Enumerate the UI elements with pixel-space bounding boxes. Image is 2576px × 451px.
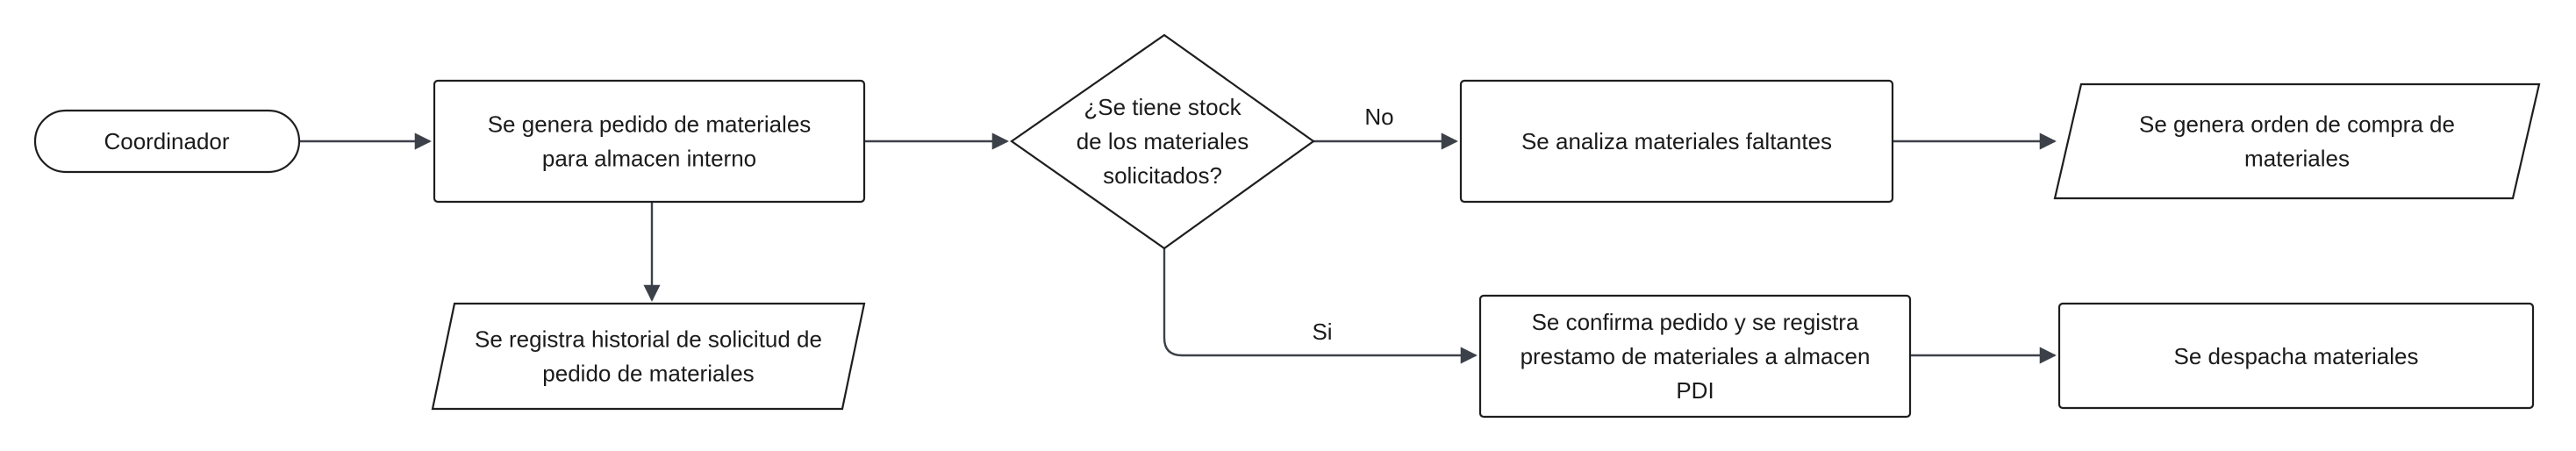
process-shape [1478, 294, 1912, 419]
node-text-line: para almacen interno [542, 146, 756, 172]
node-text-line: Se despacha materiales [2174, 343, 2419, 369]
data-shape [431, 302, 866, 411]
node-analiza: Se analiza materiales faltantes [1459, 79, 1894, 204]
node-text-line: Se registra historial de solicitud de [475, 326, 822, 353]
node-text-line: pedido de materiales [542, 361, 754, 387]
terminal-shape [33, 109, 301, 174]
node-text-decision: ¿Se tiene stock de los materiales solicita… [1077, 94, 1249, 189]
node-text-line: de los materiales [1077, 128, 1249, 154]
node-decision: ¿Se tiene stock de los materiales solicita… [1010, 33, 1315, 250]
node-orden: Se genera orden de compra de materiales [2053, 82, 2541, 200]
node-text-coordinador: Coordinador [104, 128, 229, 154]
decision-shape [1010, 33, 1315, 250]
node-text-line: Se genera pedido de materiales [488, 111, 812, 138]
node-text-pedido: Se genera pedido de materiales para almac… [488, 111, 812, 172]
node-despacha: Se despacha materiales [2057, 302, 2535, 410]
node-text-analiza: Se analiza materiales faltantes [1521, 128, 1832, 154]
edge-label-si: Si [1312, 319, 1332, 345]
node-text-line: materiales [2244, 146, 2350, 172]
node-text-line: prestamo de materiales a almacen [1521, 343, 1871, 369]
process-shape [1459, 79, 1894, 204]
node-pedido: Se genera pedido de materiales para almac… [433, 79, 866, 204]
node-text-line: Se confirma pedido y se registra [1532, 309, 1859, 335]
edge-label-no: No [1364, 104, 1393, 130]
node-text-confirma: Se confirma pedido y se registra prestamo… [1521, 309, 1871, 404]
node-text-line: Se analiza materiales faltantes [1521, 128, 1832, 154]
node-text-line: Se genera orden de compra de [2139, 111, 2455, 138]
data-shape [2053, 82, 2541, 200]
node-text-line: solicitados? [1103, 162, 1222, 189]
node-coordinador: Coordinador [33, 109, 301, 174]
edge-decision-to-confirma [1163, 248, 1478, 364]
node-text-line: Coordinador [104, 128, 229, 154]
process-shape [2057, 302, 2535, 410]
node-historial: Se registra historial de solicitud de ped… [431, 302, 866, 411]
process-shape [433, 79, 866, 204]
node-text-line: ¿Se tiene stock [1084, 94, 1241, 120]
edges [299, 132, 2057, 364]
node-confirma: Se confirma pedido y se registra prestamo… [1478, 294, 1912, 419]
node-text-line: PDI [1676, 377, 1714, 404]
node-text-historial: Se registra historial de solicitud de ped… [475, 326, 822, 387]
node-text-orden: Se genera orden de compra de materiales [2139, 111, 2455, 172]
node-text-despacha: Se despacha materiales [2174, 343, 2419, 369]
